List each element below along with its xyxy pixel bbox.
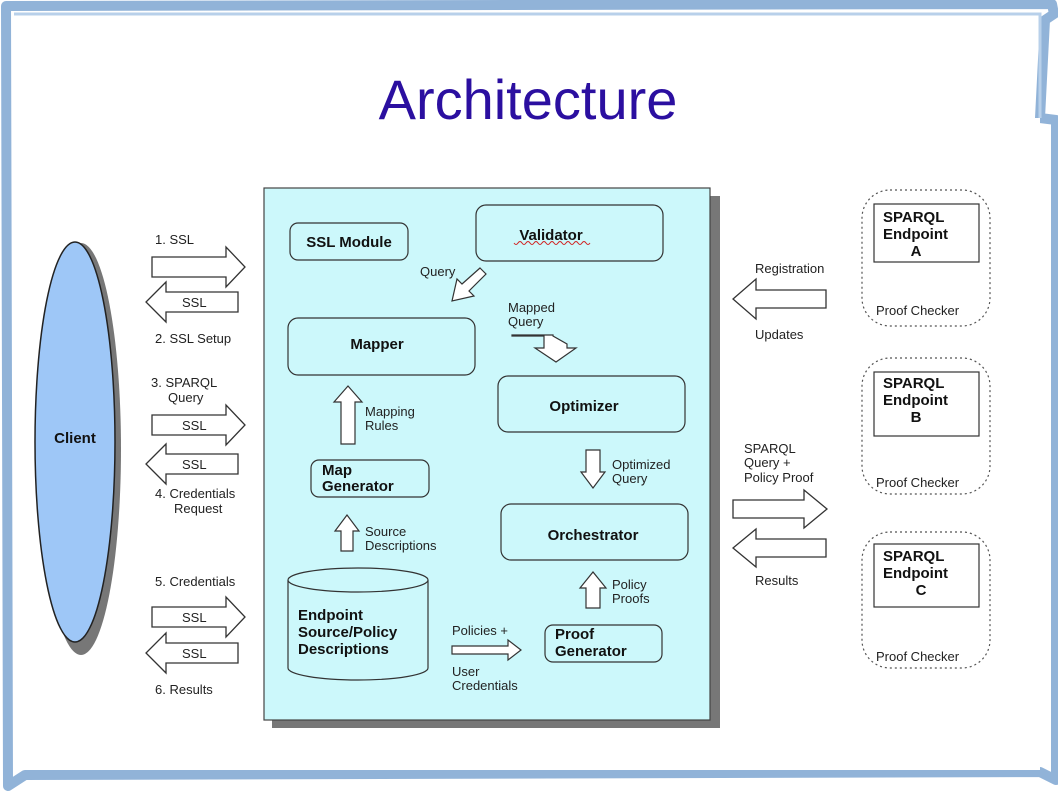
sparql-query-label-2: Query + [744,455,791,470]
registration-label: Registration [755,261,824,276]
left-arrow-2 [145,280,239,324]
policy-proofs-arrow [578,571,608,609]
step-4-label: 4. Credentials [155,486,236,501]
endpoint-b-label: SPARQL [883,375,944,392]
store-label: Endpoint [298,607,363,624]
map-generator-box [310,459,430,498]
orchestrator-box [500,503,689,561]
validator-squiggle [513,241,591,245]
endpoint-b: SPARQL Endpoint B Proof Checker [861,357,991,495]
orchestrator-label: Orchestrator [548,527,639,544]
query-arrow [451,267,487,302]
map-generator-label-2: Generator [322,478,394,495]
mapping-rules-label: Mapping [365,404,415,419]
sparql-query-arrow [732,488,829,530]
results-label: Results [755,573,799,588]
optimizer-box [497,375,686,433]
proof-generator-label-2: Generator [555,643,627,660]
proof-checker-label: Proof Checker [876,475,960,490]
source-descriptions-label-2: Descriptions [365,538,437,553]
client-step-arrows [145,245,246,675]
ssl-label: SSL [182,646,207,661]
step-3-label: 3. SPARQL [151,375,217,390]
left-arrow-6 [145,631,239,675]
proof-checker-label: Proof Checker [876,649,960,664]
source-descriptions-arrow [333,514,361,552]
mapper-box [287,317,476,376]
endpoint-a: SPARQL Endpoint A Proof Checker [861,189,991,327]
endpoint-store-cylinder [287,567,429,681]
step-6-label: 6. Results [155,682,213,697]
mapper-label: Mapper [350,336,404,353]
client-label: Client [54,430,96,447]
step-2-label: 2. SSL Setup [155,331,231,346]
registration-arrow [732,277,827,321]
ssl-label: SSL [182,418,207,433]
mapping-rules-label-2: Rules [365,418,399,433]
policies-plus-label: Policies + [452,623,508,638]
store-label-3: Descriptions [298,641,389,658]
step-1-label: 1. SSL [155,232,194,247]
results-arrow [731,527,827,569]
user-credentials-label-2: Credentials [452,678,518,693]
endpoint-c-label: SPARQL [883,548,944,565]
mapped-query-label: Mapped [508,300,555,315]
validator-label: Validator [519,227,583,244]
policy-proofs-label-2: Proofs [612,591,650,606]
validator-box [475,204,664,262]
right-arrow-3 [151,403,246,447]
ssl-label: SSL [182,295,207,310]
ssl-label: SSL [182,457,207,472]
endpoint-c: SPARQL Endpoint C Proof Checker [861,531,991,669]
ssl-module-label: SSL Module [306,234,392,251]
endpoint-b-letter: B [911,409,922,426]
step-3-label-2: Query [168,390,204,405]
endpoint-a-label: SPARQL [883,209,944,226]
optimized-query-arrow [579,449,607,489]
mapped-query-label-2: Query [508,314,544,329]
step-4-label-2: Request [174,501,223,516]
store-label-2: Source/Policy [298,624,398,641]
proof-checker-label: Proof Checker [876,303,960,318]
optimizer-label: Optimizer [549,398,618,415]
policies-arrow [451,638,522,662]
endpoint-a-letter: A [911,243,922,260]
map-generator-label: Map [322,462,352,479]
updates-label: Updates [755,327,804,342]
left-arrow-4 [145,442,239,486]
endpoint-a-label-2: Endpoint [883,226,948,243]
source-descriptions-label: Source [365,524,406,539]
ssl-module-box [289,222,409,261]
sparql-query-label: SPARQL [744,441,796,456]
endpoint-c-label-2: Endpoint [883,565,948,582]
endpoint-c-letter: C [916,582,927,599]
user-credentials-label: User [452,664,480,679]
ssl-label: SSL [182,610,207,625]
endpoint-b-label-2: Endpoint [883,392,948,409]
proof-generator-label: Proof [555,626,595,643]
mapped-query-arrow [511,334,578,363]
client-node: Client [34,241,121,655]
policy-proofs-label: Policy [612,577,647,592]
sparql-query-label-3: Policy Proof [744,470,814,485]
step-5-label: 5. Credentials [155,574,236,589]
mapping-rules-arrow [332,385,364,445]
optimized-query-label-2: Query [612,471,648,486]
right-arrow-1 [151,245,246,289]
optimized-query-label: Optimized [612,457,671,472]
proof-generator-box [544,624,663,663]
slide-title: Architecture [379,68,678,131]
right-arrow-5 [151,595,246,639]
query-label: Query [420,264,456,279]
